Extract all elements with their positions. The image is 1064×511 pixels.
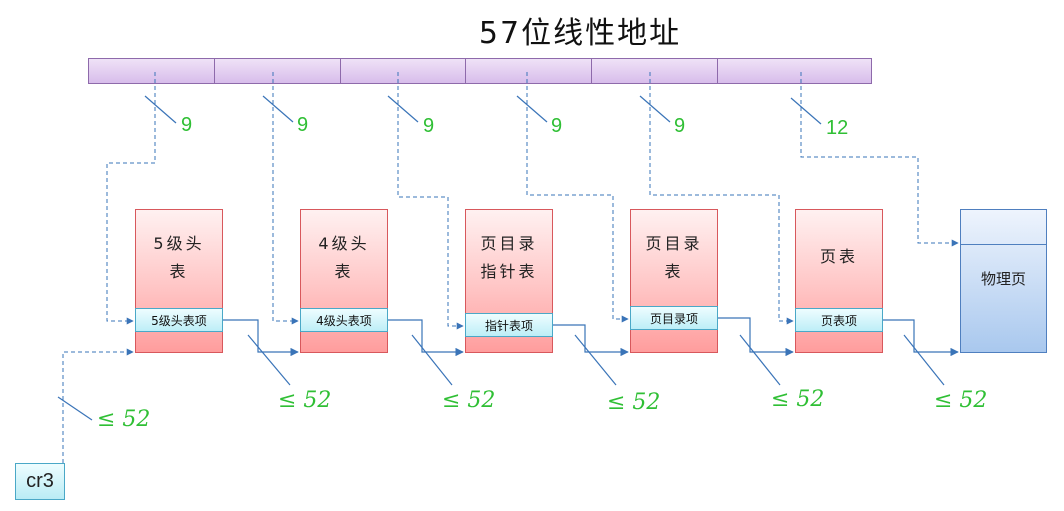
page-directory-name-line-2: 表 bbox=[664, 262, 684, 281]
width-label-5: ≤ 52 bbox=[934, 388, 988, 413]
pml4-table-name-line-1: 4级头 bbox=[318, 234, 370, 253]
index-line-pml5 bbox=[106, 72, 156, 325]
bit-slash-2 bbox=[262, 95, 294, 123]
pml4-entry: 4级头表项 bbox=[300, 308, 388, 332]
cr3-register: cr3 bbox=[15, 463, 65, 500]
physical-page-label: 物理页 bbox=[980, 270, 1026, 288]
address-segment-2 bbox=[214, 58, 341, 84]
width-label-4: ≤ 52 bbox=[771, 387, 825, 412]
entry-arrow-5 bbox=[883, 319, 959, 357]
width-label-1: ≤ 52 bbox=[278, 388, 332, 413]
entry-arrow-3 bbox=[553, 324, 629, 357]
cr3-line bbox=[62, 348, 134, 463]
width-slash-3 bbox=[574, 334, 617, 386]
page-table-entry: 页表项 bbox=[795, 308, 883, 332]
address-segment-4 bbox=[465, 58, 592, 84]
entry-arrow-4 bbox=[718, 317, 794, 357]
entry-arrow-1 bbox=[223, 319, 299, 357]
bit-slash-6 bbox=[790, 97, 822, 125]
bit-count-label-5: 9 bbox=[674, 115, 686, 137]
pdpt-table-name-line-2: 指针表 bbox=[480, 262, 538, 281]
address-segment-1 bbox=[88, 58, 215, 84]
physical-page: 物理页 bbox=[960, 209, 1047, 353]
page-table-name: 页表 bbox=[819, 247, 858, 266]
pml5-table-name-line-1: 5级头 bbox=[153, 234, 205, 253]
index-line-pt bbox=[649, 72, 794, 325]
width-slash-4 bbox=[739, 334, 781, 386]
diagram-title: 57位线性地址 bbox=[478, 16, 682, 51]
width-label-2: ≤ 52 bbox=[442, 388, 496, 413]
index-line-offset bbox=[800, 72, 959, 247]
pdpt-table-name-line-1: 页目录 bbox=[480, 234, 538, 253]
pml4-table-name-line-2: 表 bbox=[334, 262, 354, 281]
pml5-table-name-line-2: 表 bbox=[169, 262, 189, 281]
index-line-pml4 bbox=[272, 72, 299, 325]
page-directory-entry: 页目录项 bbox=[630, 306, 718, 330]
width-label-cr3: ≤ 52 bbox=[97, 407, 151, 432]
bit-count-label-6: 12 bbox=[826, 117, 849, 139]
bit-slash-4 bbox=[516, 95, 548, 123]
bit-slash-3 bbox=[387, 95, 419, 123]
index-line-pd bbox=[526, 72, 629, 323]
bit-slash-1 bbox=[144, 95, 177, 124]
bit-count-label-1: 9 bbox=[181, 114, 193, 136]
width-slash-cr3 bbox=[57, 396, 93, 421]
bit-slash-5 bbox=[639, 95, 671, 123]
address-segment-5 bbox=[591, 58, 718, 84]
address-segment-6 bbox=[717, 58, 872, 84]
width-slash-5 bbox=[903, 334, 945, 386]
index-line-pdpt bbox=[397, 72, 464, 330]
width-label-3: ≤ 52 bbox=[607, 390, 661, 415]
width-slash-1 bbox=[247, 334, 291, 386]
bit-count-label-4: 9 bbox=[551, 115, 563, 137]
width-slash-2 bbox=[411, 334, 453, 386]
bit-count-label-3: 9 bbox=[423, 115, 435, 137]
pml5-entry: 5级头表项 bbox=[135, 308, 223, 332]
address-segment-3 bbox=[340, 58, 466, 84]
bit-count-label-2: 9 bbox=[297, 114, 309, 136]
pdpt-entry: 指针表项 bbox=[465, 313, 553, 337]
entry-arrow-2 bbox=[388, 319, 464, 357]
physical-page-divider bbox=[961, 244, 1046, 245]
page-directory-name-line-1: 页目录 bbox=[645, 234, 703, 253]
